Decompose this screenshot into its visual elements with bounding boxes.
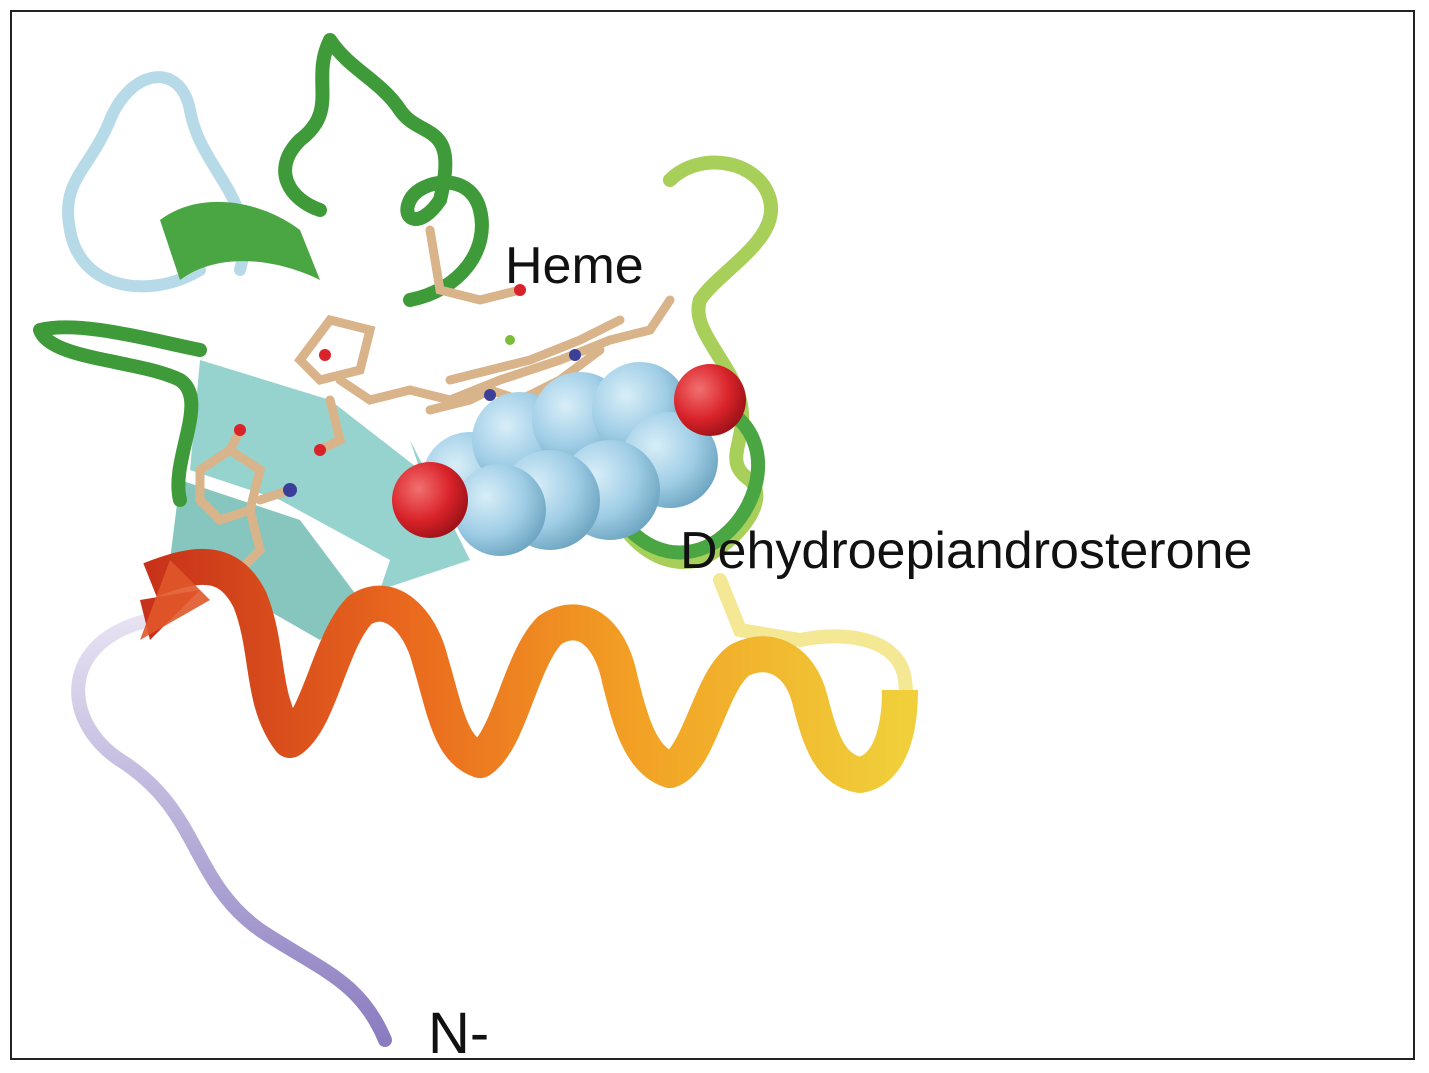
strand-green xyxy=(160,201,320,280)
loop-green-top xyxy=(278,33,489,307)
heme-atoms xyxy=(234,284,581,497)
heme-label: Heme xyxy=(505,237,644,295)
alpha-helix xyxy=(140,548,918,793)
heme-molecule xyxy=(195,225,675,605)
loop-green-right-lower xyxy=(623,413,766,560)
dehydroepiandrosterone-molecule xyxy=(392,362,746,556)
loop-green-left xyxy=(33,320,207,507)
beta-sheet-arrow xyxy=(190,360,470,590)
n-terminal-tail xyxy=(71,613,392,1047)
dehydroepiandrosterone-label: Dehydroepiandrosterone xyxy=(680,522,1253,580)
n-terminus-label: N- xyxy=(428,1001,490,1066)
loop-lightblue xyxy=(62,71,251,293)
